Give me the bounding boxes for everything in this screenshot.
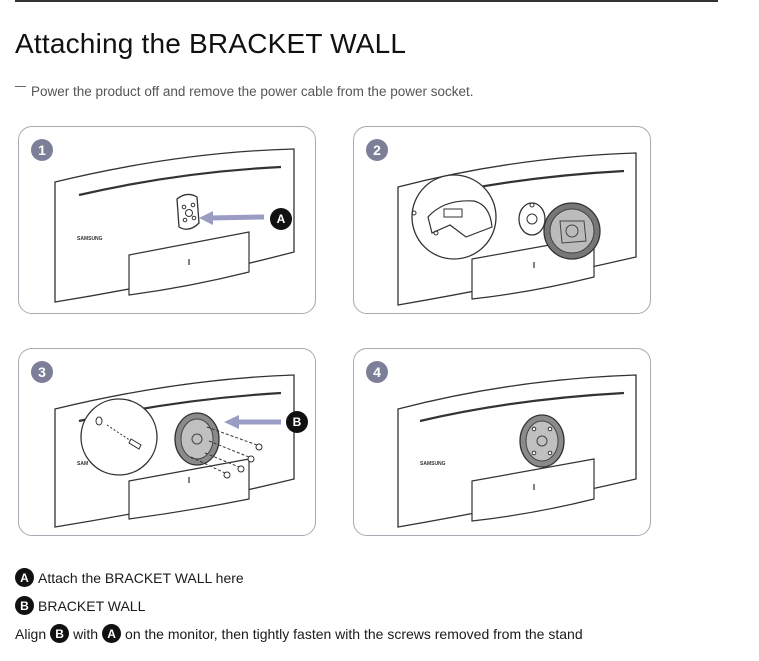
monitor-back-illustration-3: SAM <box>54 374 295 528</box>
step-badge-4: 4 <box>366 361 388 383</box>
brand-label-4: SAMSUNG <box>420 461 446 467</box>
brand-label-1: SAMSUNG <box>77 236 103 242</box>
top-rule <box>15 0 718 2</box>
brand-label-3: SAM <box>77 461 88 467</box>
legend-b-badge: B <box>15 596 34 615</box>
align-pre-text: Align <box>15 625 47 642</box>
step-panel-2: 2 <box>353 126 651 314</box>
monitor-back-illustration-4: SAMSUNG <box>397 374 637 528</box>
legend-b-text: BRACKET WALL <box>38 597 146 614</box>
bracket-wall-attached <box>519 414 565 468</box>
monitor-back-illustration-1: SAMSUNG <box>54 148 295 303</box>
legend-a-text: Attach the BRACKET WALL here <box>38 569 244 586</box>
monitor-back-illustration-2 <box>397 152 637 306</box>
step-badge-1: 1 <box>31 139 53 161</box>
page-title: Attaching the BRACKET WALL <box>15 28 407 59</box>
zoom-detail-circle <box>411 174 497 260</box>
note-text: Power the product off and remove the pow… <box>31 84 474 99</box>
mount-plate <box>518 202 546 236</box>
step-panel-1: 1 SAMSUNG A <box>18 126 316 314</box>
note-dash <box>15 85 26 87</box>
step-badge-2: 2 <box>366 139 388 161</box>
power-off-note: Power the product off and remove the pow… <box>15 84 474 99</box>
step-panel-4: 4 SAMSUNG <box>353 348 651 536</box>
step-badge-3: 3 <box>31 361 53 383</box>
align-with-text: with <box>73 625 99 642</box>
screw-detail-circle <box>80 398 158 476</box>
bracket-wall-disc <box>543 202 601 260</box>
callout-b: B <box>286 411 308 433</box>
bracket-wall-mounted <box>174 412 220 466</box>
align-a-badge: A <box>102 624 122 643</box>
align-b-badge: B <box>50 624 70 643</box>
align-post-text: on the monitor, then tightly fasten with… <box>125 625 583 642</box>
callout-a: A <box>270 208 292 230</box>
align-instruction: Align B with A on the monitor, then tigh… <box>15 624 583 643</box>
screws <box>190 426 263 479</box>
legend-a: A Attach the BRACKET WALL here <box>15 568 244 587</box>
step-panel-3: 3 SAM B <box>18 348 316 536</box>
legend-a-badge: A <box>15 568 34 587</box>
legend-b: B BRACKET WALL <box>15 596 145 615</box>
mount-plate-a <box>176 193 200 230</box>
